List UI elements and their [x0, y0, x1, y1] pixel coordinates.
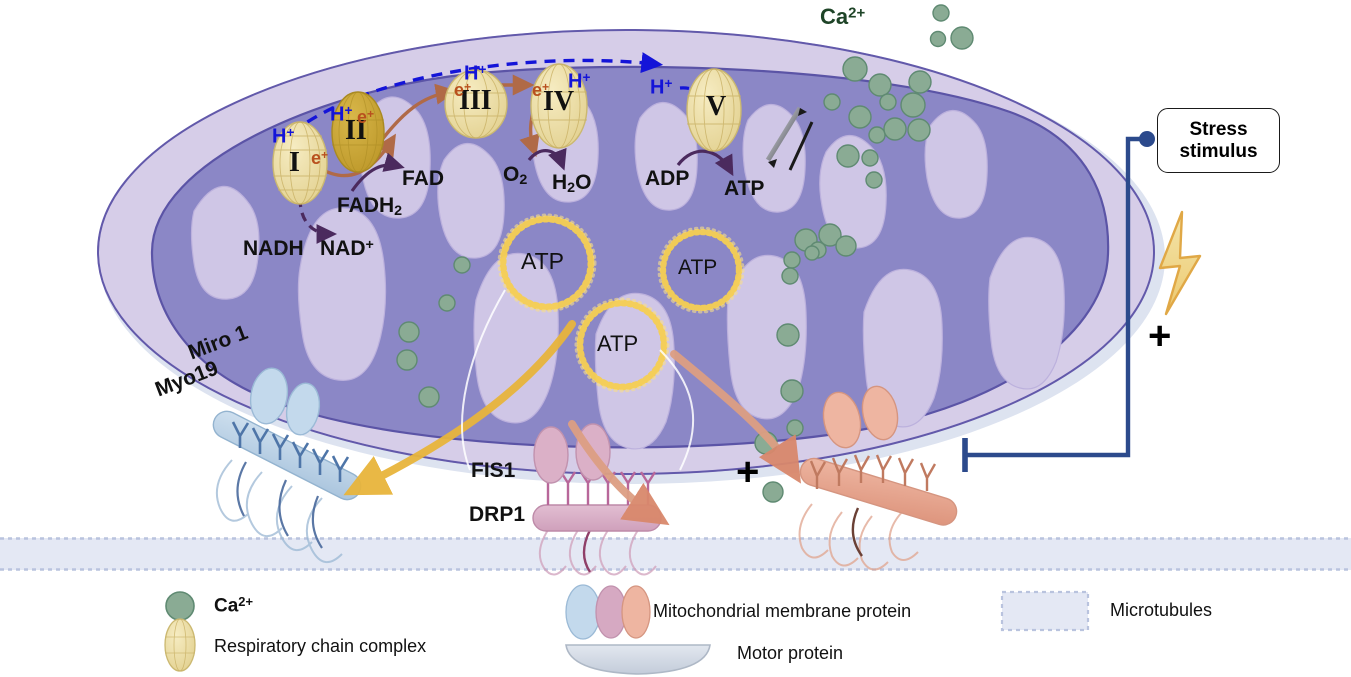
- legend-motor-protein-icon: [565, 644, 711, 675]
- complex-II-label: II: [345, 115, 367, 146]
- legend-label-microtubules: Microtubules: [1110, 600, 1213, 620]
- complex-IV-label: IV: [543, 86, 575, 117]
- atp-product-label: ATP: [724, 177, 765, 200]
- fadh2-to-fad-arrow: [350, 152, 405, 192]
- proton-gradient-arrow: [290, 52, 664, 135]
- proton-label-3: H+: [464, 62, 487, 85]
- complex-I-label: I: [289, 147, 300, 178]
- legend-label-rcc: Respiratory chain complex: [214, 636, 427, 656]
- legend-icons: [164, 584, 1090, 675]
- adp-label: ADP: [645, 167, 690, 190]
- calcium-label: Ca2+: [820, 4, 866, 29]
- stress-stimulus-line2: stimulus: [1179, 140, 1258, 162]
- proton-into-complexV-arrow: [679, 86, 723, 140]
- stress-stimulus-box[interactable]: Stress stimulus: [1157, 108, 1280, 173]
- legend-rcc-icon: [164, 618, 196, 672]
- electron-label-IV: e+: [532, 80, 550, 101]
- membrane-potential-double-arrow: [765, 106, 814, 171]
- legend-calcium-icon: [165, 591, 195, 621]
- stress-stimulus-line1: Stress: [1189, 118, 1248, 140]
- proton-label-1: H+: [272, 125, 295, 148]
- drp1-label: DRP1: [469, 503, 526, 526]
- adp-to-atp-arrow: [676, 149, 734, 177]
- electron-II-to-III-arrow: [376, 83, 458, 147]
- calcium-ion-group: [396, 4, 974, 503]
- atp-vesicle-label-1: ATP: [521, 248, 565, 274]
- complex-II[interactable]: [331, 91, 385, 173]
- fis1-label: FIS1: [471, 459, 516, 482]
- legend-membrane-protein-icon: [565, 584, 651, 640]
- atp-vesicle-label-2: ATP: [678, 256, 718, 279]
- lightning-bolt-icon: [1158, 210, 1202, 316]
- complex-V[interactable]: [686, 68, 742, 152]
- electron-label-II: e+: [357, 107, 375, 128]
- fad-label: FAD: [402, 167, 444, 190]
- complex-III[interactable]: [444, 69, 508, 139]
- legend-label-calcium: Ca2+: [214, 594, 254, 617]
- complex-I[interactable]: [272, 121, 328, 205]
- complex-IV[interactable]: [530, 63, 588, 149]
- plus-sign-stress: +: [1148, 314, 1172, 358]
- atp-to-miro-arrow: [343, 320, 576, 496]
- electron-label-I: e+: [311, 148, 329, 169]
- electron-label-III: e+: [454, 80, 472, 101]
- h2o-label: H2O: [552, 171, 592, 197]
- atp-to-drp1-arrow: [568, 420, 670, 526]
- legend-label-motor-protein: Motor protein: [737, 643, 844, 663]
- atp-vesicle-group: [497, 213, 745, 393]
- complex-V-label: V: [706, 91, 727, 122]
- nad-plus-label: NAD+: [320, 237, 374, 260]
- fadh2-label: FADH2: [337, 194, 403, 220]
- proton-label-2: H+: [330, 103, 353, 126]
- complex-III-label: III: [459, 85, 492, 116]
- atp-vesicle-label-3: ATP: [597, 331, 639, 356]
- proton-label-4: H+: [568, 70, 591, 93]
- o2-to-h2o-arrow: [527, 147, 567, 171]
- microtubule-band: [0, 537, 1351, 571]
- nadh-label: NADH: [243, 237, 304, 260]
- atp-to-right-motor-arrow: [670, 350, 802, 484]
- stress-stimulus-connector: [962, 131, 1155, 472]
- miro1-myo19-motor-complex[interactable]: [209, 365, 366, 563]
- legend-microtubules-icon: [1000, 590, 1090, 632]
- legend-label-membrane-protein: Mitochondrial membrane protein: [653, 601, 912, 621]
- proton-label-5: H+: [650, 76, 673, 99]
- right-motor-complex[interactable]: [797, 383, 960, 571]
- o2-label: O2: [503, 163, 528, 189]
- plus-sign-motor: +: [736, 450, 760, 494]
